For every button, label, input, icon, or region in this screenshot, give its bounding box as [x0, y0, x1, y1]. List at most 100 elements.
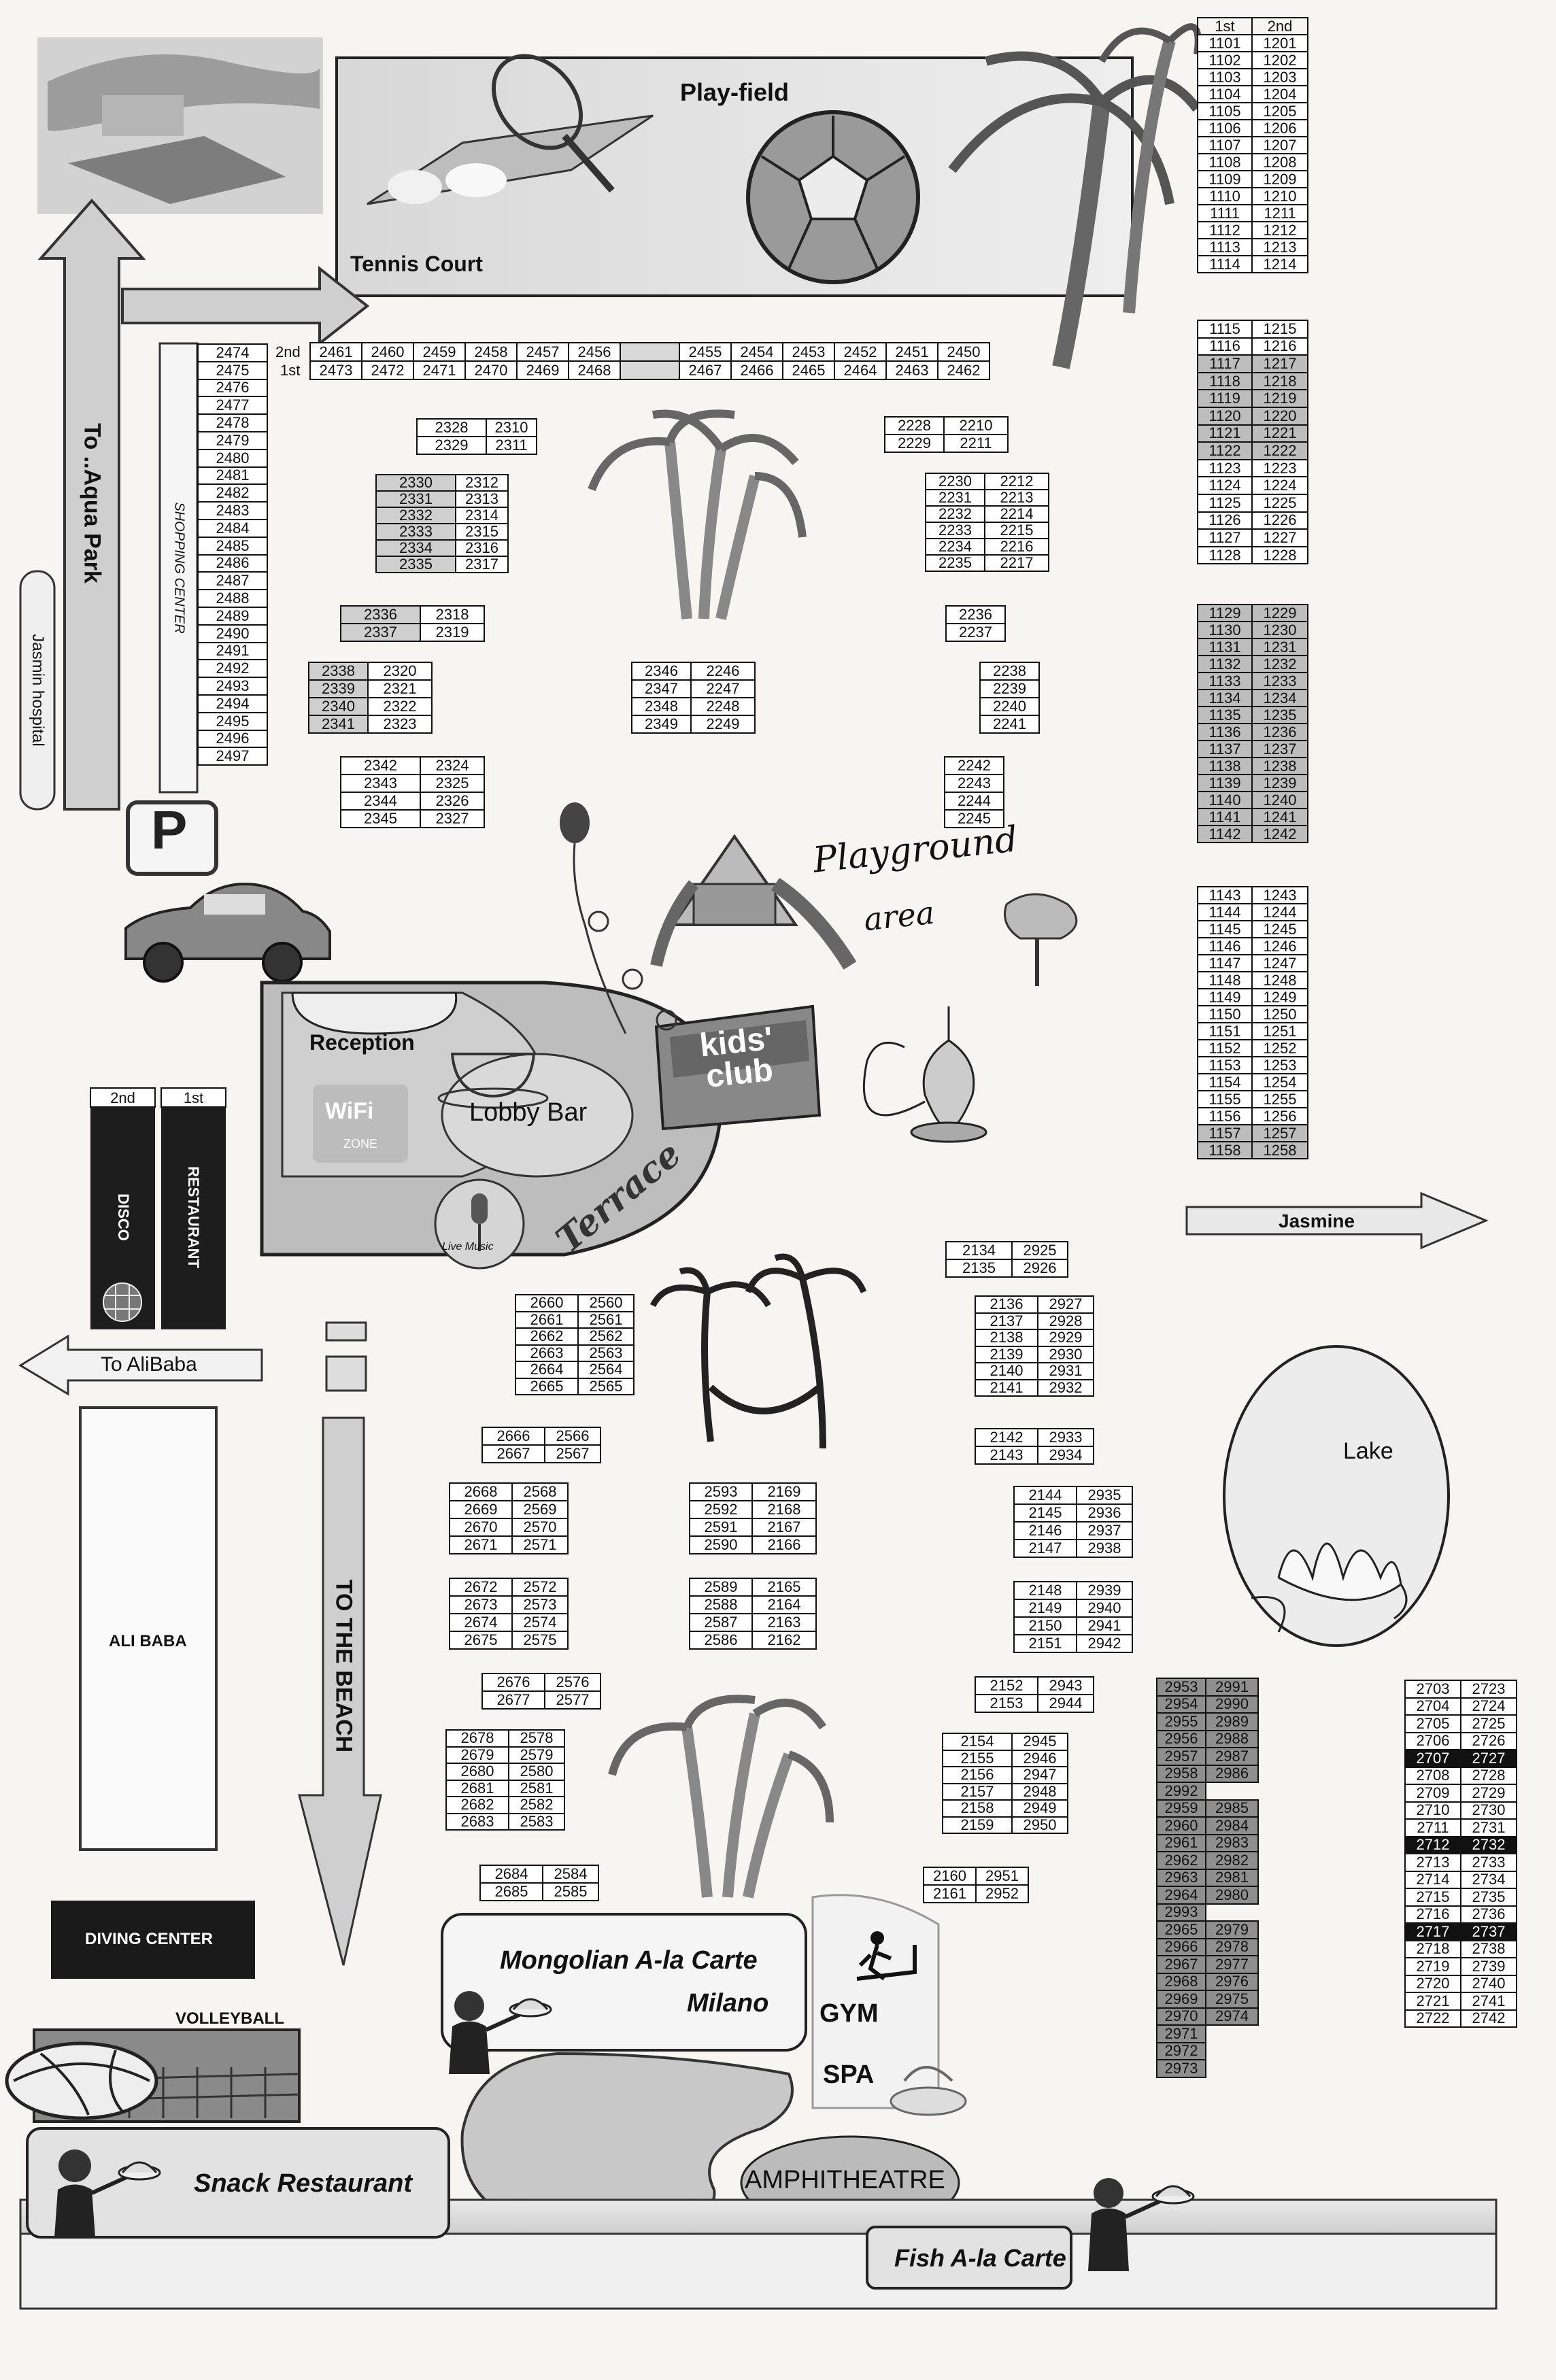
room-number: 2169: [751, 1482, 817, 1501]
room-number: 2965: [1156, 1920, 1206, 1939]
room-number: 2213: [984, 489, 1049, 507]
room-number: 1119: [1197, 389, 1253, 408]
room-number: 2143: [975, 1446, 1038, 1465]
room-number: 1206: [1251, 119, 1308, 137]
room-number: 2741: [1460, 1992, 1517, 2011]
beach-strip: [19, 2232, 1498, 2310]
room-number: 2476: [197, 378, 268, 398]
waiter-icon-2: [449, 1991, 552, 2074]
mongolian-label: Mongolian A-la Carte: [500, 1946, 758, 1975]
tennis-court-label: Tennis Court: [350, 252, 483, 276]
room-number: [1206, 1904, 1258, 1922]
room-number: 2154: [942, 1733, 1013, 1751]
room-number: 2670: [449, 1518, 513, 1537]
room-number: 1102: [1197, 51, 1253, 69]
room-number: 2679: [445, 1746, 509, 1764]
room-number: 1230: [1251, 621, 1308, 639]
volleyball-label: VOLLEYBALL: [175, 2009, 284, 2028]
room-number: 2703: [1404, 1680, 1461, 1699]
room-number: 2474: [197, 343, 268, 362]
room-number: 2572: [511, 1578, 569, 1597]
jasmine-label: Jasmine: [1279, 1210, 1355, 1231]
room-number: 2986: [1205, 1764, 1259, 1783]
room-number: 1204: [1251, 85, 1308, 103]
room-number: 2344: [340, 792, 421, 811]
room-number: 2237: [945, 623, 1006, 642]
room-number: 2580: [508, 1763, 565, 1781]
room-number: 2987: [1205, 1747, 1259, 1766]
room-number: 2993: [1156, 1903, 1206, 1922]
room-number: 2145: [1013, 1503, 1077, 1523]
room-number: 2477: [197, 396, 268, 415]
room-number: 1241: [1251, 808, 1308, 826]
room-number: 2720: [1404, 1974, 1461, 1993]
wifi-zone-label: ZONE: [343, 1137, 378, 1151]
room-number: [1206, 1782, 1258, 1800]
room-number: 1214: [1251, 255, 1308, 273]
parking-label: P: [151, 800, 188, 860]
room-number: 2318: [420, 605, 485, 624]
room-number: 2155: [942, 1749, 1013, 1767]
room-number: 2326: [420, 792, 485, 811]
fish-restaurant-label: Fish A-la Carte: [894, 2244, 1066, 2272]
mongolian-restaurant-box: [441, 1913, 807, 2052]
room-number: 2710: [1404, 1801, 1461, 1820]
room-number: 1242: [1251, 825, 1308, 843]
room-number: 2932: [1037, 1378, 1094, 1397]
room-number: 2979: [1205, 1920, 1259, 1939]
room-number: 2245: [944, 809, 1004, 828]
room-number: 2159: [942, 1816, 1013, 1834]
room-number: 1219: [1251, 389, 1308, 408]
room-number: 2980: [1205, 1886, 1259, 1905]
room-number: 1232: [1251, 655, 1308, 673]
room-number: 2561: [577, 1310, 635, 1329]
room-number: 2733: [1460, 1853, 1517, 1872]
room-number: 2975: [1205, 1990, 1259, 2009]
room-number: 2716: [1404, 1905, 1461, 1924]
room-number: 2167: [751, 1518, 817, 1537]
room-number: 2340: [308, 697, 369, 716]
room-number: 2933: [1037, 1428, 1094, 1447]
room-number: 2957: [1156, 1747, 1206, 1766]
room-number: 2738: [1460, 1939, 1517, 1958]
to-alibaba-label: To AliBaba: [101, 1353, 197, 1376]
room-number: 2157: [942, 1782, 1013, 1801]
room-number: 2953: [1156, 1678, 1206, 1697]
gym-spa-area: [811, 1894, 940, 2109]
room-number: 2705: [1404, 1714, 1461, 1733]
room-number: 2938: [1076, 1539, 1133, 1558]
room-number: 2673: [449, 1595, 513, 1614]
room-number: 2728: [1460, 1766, 1517, 1785]
room-number: 2497: [197, 747, 268, 766]
room-number: 2593: [689, 1482, 753, 1501]
room-number: 2332: [375, 507, 456, 524]
hammock-palms-icon: [649, 1253, 867, 1449]
room-number: 2685: [479, 1882, 543, 1901]
room-number: [1206, 2043, 1258, 2060]
room-number: 2682: [445, 1796, 509, 1814]
room-number: 2473: [309, 360, 362, 380]
room-number: 1121: [1197, 424, 1253, 443]
room-number: 2989: [1205, 1712, 1259, 1731]
room-number: 2458: [464, 342, 518, 362]
room-number: 2715: [1404, 1888, 1461, 1907]
room-number: 2927: [1037, 1295, 1094, 1314]
room-number: 1252: [1251, 1039, 1308, 1057]
room-number: 2946: [1011, 1749, 1068, 1767]
room-number: 2926: [1011, 1259, 1068, 1278]
room-number: 2210: [943, 416, 1009, 435]
room-number: 1207: [1251, 136, 1308, 154]
room-number: 1140: [1197, 791, 1253, 809]
restaurant-label: RESTAURANT: [185, 1166, 202, 1268]
room-number: 2312: [455, 474, 509, 492]
